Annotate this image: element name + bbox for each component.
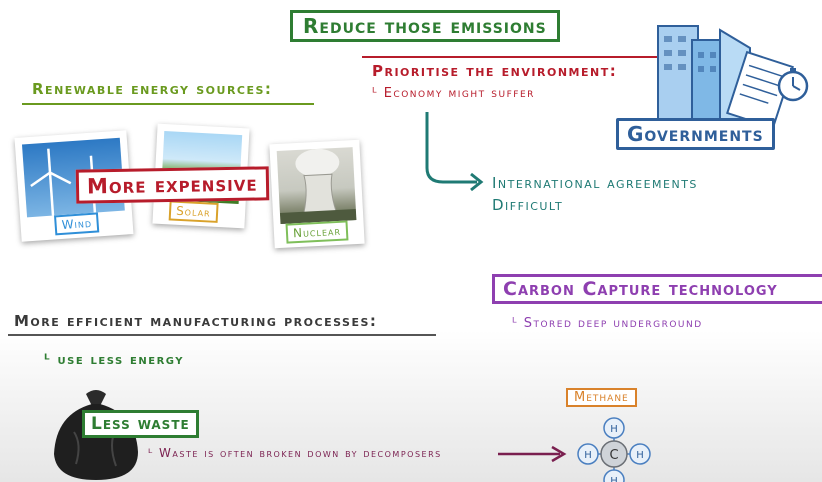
- stored-underground-note: ᴸ Stored deep underground: [512, 316, 703, 331]
- hydrogen-atoms: [577, 417, 651, 482]
- bullet-mark: ᴸ: [44, 352, 52, 368]
- nuclear-photo: Nuclear: [269, 139, 365, 249]
- prioritise-heading: Prioritise the environment:: [372, 62, 618, 80]
- less-waste-label: Less waste: [91, 414, 190, 434]
- decomposers-arrow: [498, 445, 567, 463]
- methane-molecule-icon: C H H H H: [577, 417, 651, 482]
- methane-label: Methane: [574, 390, 629, 405]
- title-box: Reduce those emissions: [290, 10, 560, 42]
- h-atom-left: H: [584, 450, 592, 461]
- wind-label: Wind: [54, 212, 100, 236]
- h-atom-top: H: [610, 424, 618, 435]
- government-underline: [362, 56, 662, 58]
- governments-badge-label: Governments: [627, 122, 764, 146]
- city-buildings-icon: [657, 25, 809, 130]
- less-waste-badge: Less waste: [82, 410, 199, 438]
- more-expensive-label: More expensive: [86, 171, 258, 199]
- bullet-mark: ᴸ: [512, 316, 519, 331]
- agreements-text: International agreements Difficult: [492, 172, 698, 216]
- manufacturing-heading: More efficient manufacturing processes:: [14, 312, 378, 330]
- cooling-tower-icon: [279, 148, 357, 224]
- use-less-energy-note: ᴸ use less energy: [44, 352, 184, 368]
- h-atom-right: H: [636, 450, 644, 461]
- economy-note: ᴸ Economy might suffer: [372, 86, 535, 101]
- nuclear-label: Nuclear: [285, 220, 349, 244]
- agreements-arrow: [425, 112, 484, 192]
- use-less-energy-text: use less energy: [57, 352, 185, 368]
- manufacturing-underline: [8, 334, 436, 336]
- stored-underground-text: Stored deep underground: [523, 316, 703, 331]
- bullet-mark: ᴸ: [148, 446, 154, 460]
- bullet-mark: ᴸ: [372, 86, 379, 101]
- economy-note-text: Economy might suffer: [383, 86, 535, 101]
- h-atom-bottom: H: [610, 476, 618, 482]
- page-title: Reduce those emissions: [303, 14, 547, 38]
- more-expensive-stamp: More expensive: [75, 166, 269, 204]
- solar-label: Solar: [168, 200, 219, 223]
- agreements-line-2: Difficult: [492, 196, 564, 214]
- carbon-capture-heading: Carbon Capture technology: [503, 278, 778, 300]
- renewables-underline: [22, 103, 314, 105]
- governments-badge: Governments: [616, 118, 775, 150]
- renewables-heading: Renewable energy sources:: [32, 80, 273, 98]
- decomposers-note: ᴸ Waste is often broken down by decompos…: [148, 446, 442, 460]
- decomposers-text: Waste is often broken down by decomposer…: [159, 446, 442, 460]
- methane-badge: Methane: [566, 388, 637, 407]
- agreements-line-1: International agreements: [492, 174, 698, 192]
- carbon-atom: [600, 440, 628, 468]
- carbon-atom-label: C: [609, 448, 618, 463]
- carbon-capture-box: Carbon Capture technology: [492, 274, 822, 304]
